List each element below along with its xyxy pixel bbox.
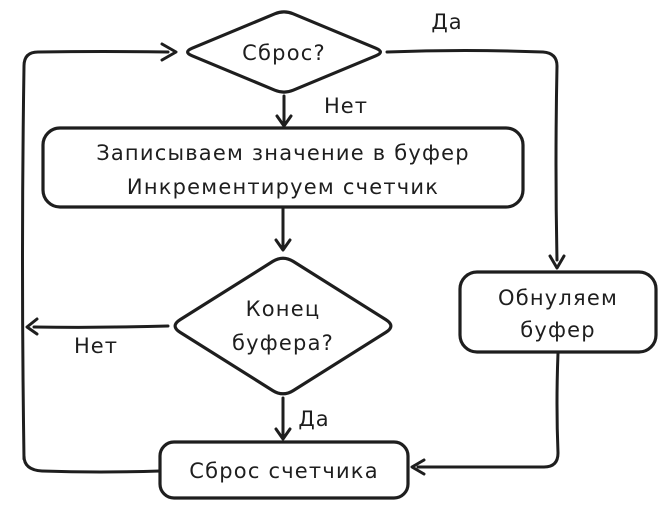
decision-reset-label: Сброс? xyxy=(242,41,326,65)
decision-buffer-end-line2: буфера? xyxy=(232,331,334,355)
edge-clear-buffer-to-counter-reset xyxy=(410,351,560,476)
edge-reset-no xyxy=(275,94,293,128)
edge-buffer-end-yes xyxy=(274,396,292,441)
arrowhead-into-buffer-end xyxy=(274,238,292,252)
edge-label-buffer-end-no: Нет xyxy=(74,334,118,358)
edge-process-to-buffer-end xyxy=(274,205,292,252)
decision-reset: Сброс? xyxy=(186,10,382,94)
arrowhead-into-reset-decision xyxy=(160,42,178,62)
decision-buffer-end: Конец буфера? xyxy=(173,256,393,396)
process-clear-buffer-line1: Обнуляем xyxy=(498,286,618,310)
process-clear-buffer-line2: буфер xyxy=(520,318,596,342)
process-write-increment-line2: Инкрементируем счетчик xyxy=(127,175,439,199)
process-counter-reset-label: Сброс счетчика xyxy=(189,459,379,483)
edge-buffer-end-no xyxy=(25,317,170,336)
arrowhead-into-clear-buffer xyxy=(548,254,566,270)
process-counter-reset: Сброс счетчика xyxy=(158,440,410,500)
edge-label-buffer-end-yes: Да xyxy=(298,407,329,431)
decision-buffer-end-line1: Конец xyxy=(246,297,321,321)
arrowhead-into-loop-line xyxy=(25,317,39,336)
arrowhead-into-process xyxy=(275,114,293,128)
arrowhead-into-counter-reset-top xyxy=(274,427,292,441)
arrowhead-into-counter-reset-right xyxy=(410,458,426,476)
process-clear-buffer: Обнуляем буфер xyxy=(458,270,658,354)
edge-reset-yes xyxy=(385,49,566,270)
edge-counter-reset-to-reset-decision xyxy=(21,42,178,474)
edge-label-reset-no: Нет xyxy=(324,94,368,118)
process-write-increment-line1: Записываем значение в буфер xyxy=(96,141,470,165)
edge-label-reset-yes: Да xyxy=(431,10,462,34)
process-write-increment: Записываем значение в буфер Инкрементиру… xyxy=(41,126,525,209)
